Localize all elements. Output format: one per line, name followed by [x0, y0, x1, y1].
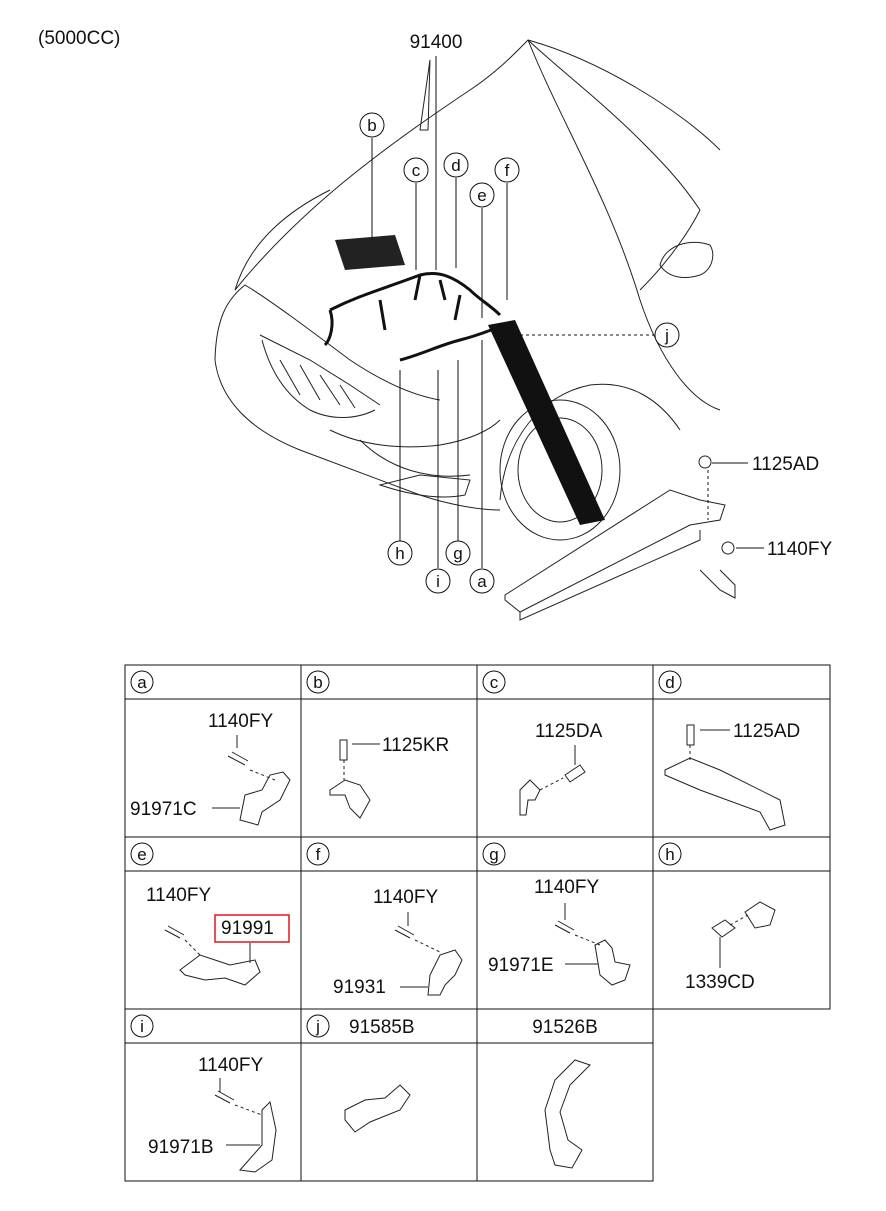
cell-j-title[interactable]: 91585B [349, 1017, 415, 1038]
fastener-1125ad[interactable]: 1125AD [752, 454, 819, 475]
callout-h: h [395, 544, 404, 563]
cell-i-part-1[interactable]: 1140FY [198, 1055, 263, 1076]
cell-a-part-2[interactable]: 91971C [130, 799, 197, 820]
cell-h-part-1[interactable]: 1339CD [685, 972, 755, 993]
cell-a-part-1[interactable]: 1140FY [208, 711, 273, 732]
wire-harness [323, 272, 506, 362]
callout-e: e [477, 186, 486, 205]
cell-f-letter: f [316, 845, 321, 864]
highlight-box [214, 914, 290, 943]
cell-e-letter: e [137, 845, 146, 864]
cell-e-part-2[interactable]: 91991 [221, 918, 274, 939]
cell-e-part-1[interactable]: 1140FY [146, 885, 211, 906]
callout-g: g [453, 544, 462, 563]
cell-g-part-1[interactable]: 1140FY [534, 877, 599, 898]
leader-lines [371, 56, 764, 568]
cell-f-part-1[interactable]: 1140FY [373, 887, 438, 908]
callout-j: j [664, 326, 669, 345]
callout-a: a [477, 572, 487, 591]
cell-i-letter: i [140, 1017, 144, 1036]
callout-f: f [505, 161, 510, 180]
cell-i-part-2[interactable]: 91971B [148, 1137, 214, 1158]
fastener-1140fy[interactable]: 1140FY [767, 539, 832, 560]
cell-j-letter: j [315, 1017, 320, 1036]
cell-h-letter: h [665, 845, 674, 864]
callout-d: d [451, 156, 460, 175]
cell-b-part-1[interactable]: 1125KR [382, 735, 449, 756]
main-diagram: b c d e f j h i g a 91400 1125AD 1140FY [214, 32, 832, 621]
callout-i: i [436, 572, 440, 591]
bracket-assembly [504, 455, 736, 621]
cell-b-letter: b [313, 673, 322, 692]
cell-d-letter: d [665, 673, 674, 692]
relay-box [335, 235, 405, 270]
callout-c: c [412, 161, 421, 180]
cell-a-letter: a [137, 673, 147, 692]
cell-c-letter: c [490, 673, 499, 692]
harness-tail [488, 320, 605, 525]
callout-b: b [367, 116, 376, 135]
engine-note: (5000CC) [38, 28, 121, 49]
main-part-number[interactable]: 91400 [410, 32, 463, 53]
cell-g-part-2[interactable]: 91971E [488, 955, 554, 976]
cell-d-part-1[interactable]: 1125AD [733, 721, 800, 742]
cell-g-letter: g [489, 845, 498, 864]
cell-k-title[interactable]: 91526B [532, 1017, 598, 1038]
cell-f-part-2[interactable]: 91931 [333, 977, 386, 998]
car-outline [214, 39, 721, 541]
cell-c-part-1[interactable]: 1125DA [535, 721, 603, 742]
